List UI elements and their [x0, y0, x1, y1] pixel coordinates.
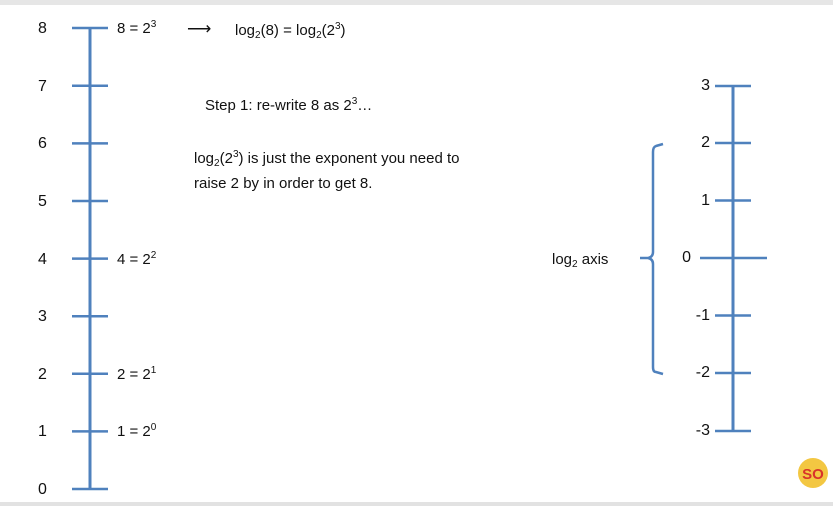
power-annotation-4: 4 = 22 — [117, 249, 157, 268]
left-tick-label-0: 0 — [38, 481, 47, 498]
header-equation: log2(8) = log2(23) — [235, 21, 346, 41]
explanation-line2: raise 2 by in order to get 8. — [194, 175, 373, 192]
left-tick-label-4: 4 — [38, 250, 47, 268]
left-tick-label-5: 5 — [38, 193, 47, 210]
bottom-border — [0, 502, 833, 506]
left-tick-label-1: 1 — [38, 423, 47, 441]
slide-canvas — [0, 5, 833, 502]
explanation-line1: log2(23) is just the exponent you need t… — [194, 149, 460, 169]
header-arrow: ⟶ — [187, 19, 212, 38]
left-tick-label-2: 2 — [38, 365, 47, 383]
svg-text:SO: SO — [802, 466, 824, 483]
right-tick-label-0: 0 — [682, 249, 691, 266]
left-tick-label-6: 6 — [38, 135, 47, 153]
log-axis-bracket — [640, 142, 664, 376]
log2-axis-label: log2 axis — [552, 251, 609, 270]
channel-logo: SO — [797, 457, 829, 489]
right-tick-label-2: 2 — [701, 134, 710, 151]
left-axis-ticks — [72, 84, 108, 433]
power-annotation-1: 1 = 20 — [117, 422, 157, 441]
right-tick-label-1: 1 — [701, 191, 710, 209]
power-annotation-8: 8 = 23 — [117, 19, 157, 38]
left-tick-label-8: 8 — [38, 20, 47, 38]
top-border — [0, 0, 833, 5]
right-axis-ticks — [715, 141, 751, 375]
right-tick-label--3: -3 — [695, 421, 710, 439]
power-annotation-2: 2 = 21 — [117, 364, 157, 383]
left-tick-label-3: 3 — [38, 308, 47, 326]
right-tick-label-3: 3 — [701, 76, 710, 94]
right-tick-label--1: -1 — [695, 306, 710, 324]
left-tick-label-7: 7 — [38, 77, 47, 95]
right-tick-label--2: -2 — [695, 364, 710, 381]
step1-text: Step 1: re-write 8 as 23… — [205, 96, 373, 114]
